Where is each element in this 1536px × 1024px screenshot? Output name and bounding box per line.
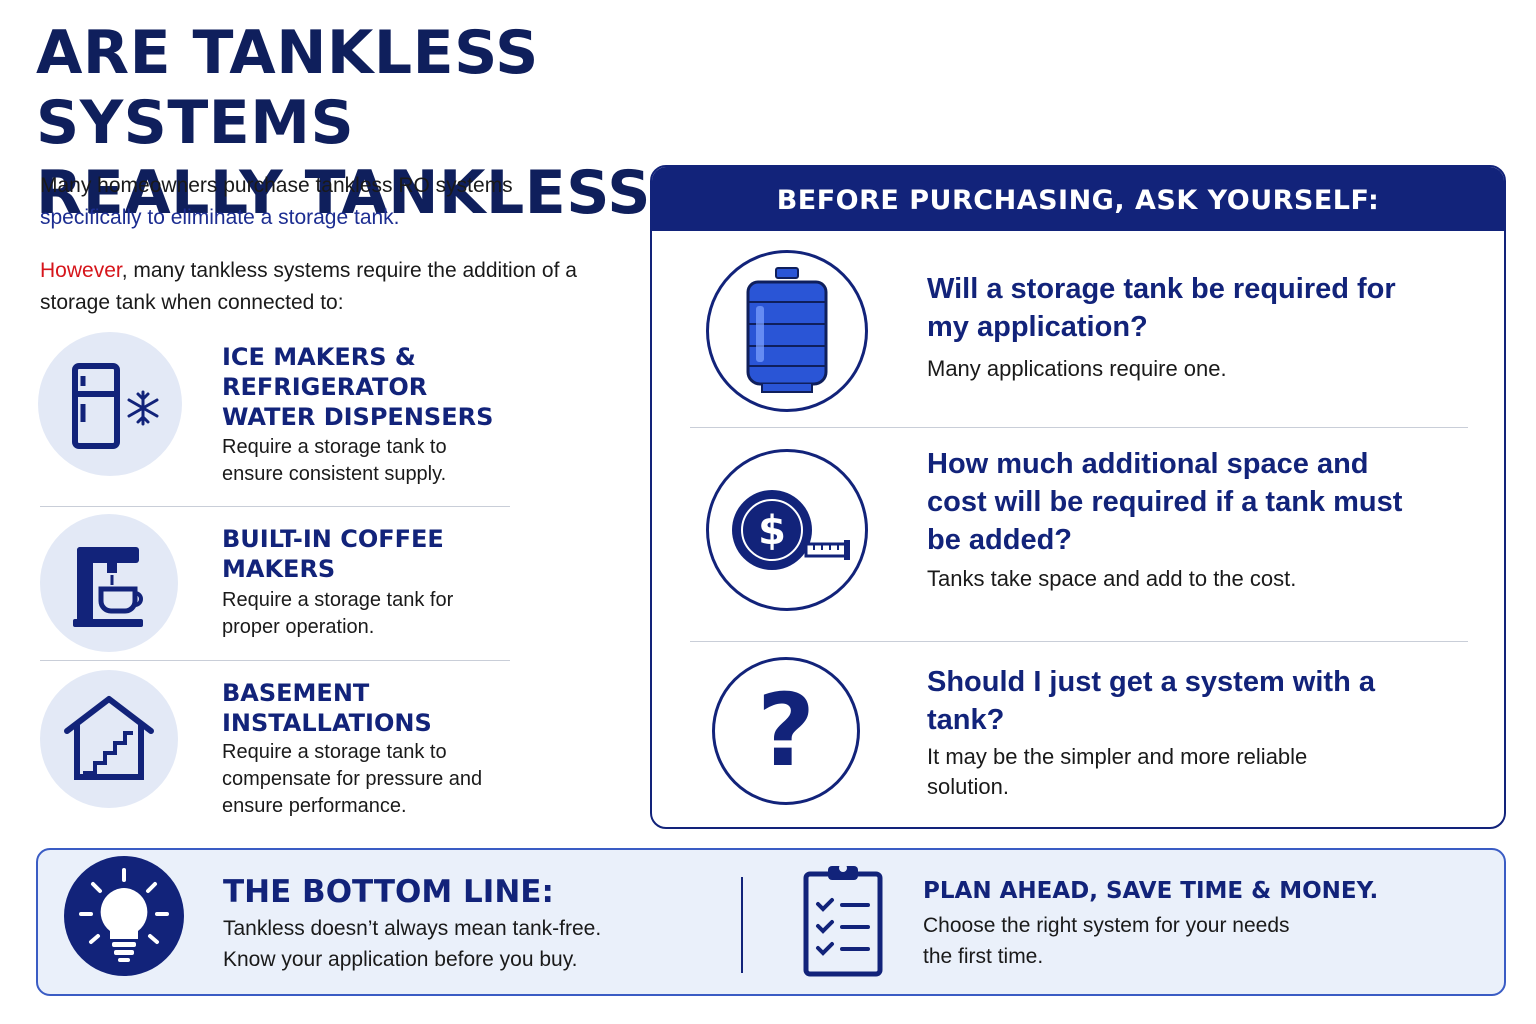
question-title: How much additional space and cost will … — [927, 448, 1403, 556]
intro-highlight: specifically to eliminate a storage tank… — [40, 206, 400, 229]
application-title: BUILT-IN COFFEE MAKERS — [222, 525, 444, 583]
lightbulb-icon — [64, 856, 184, 976]
question-desc: Many applications require one. — [927, 356, 1227, 381]
application-basement: BASEMENT INSTALLATIONS Require a storage… — [36, 666, 516, 836]
application-desc: Require a storage tank for proper operat… — [222, 589, 454, 638]
storage-tank-icon — [706, 250, 868, 412]
bottom-line-title: THE BOTTOM LINE: — [223, 874, 554, 910]
plan-ahead-title: PLAN AHEAD, SAVE TIME & MONEY. — [923, 878, 1379, 904]
application-ice-makers: ICE MAKERS & REFRIGERATOR WATER DISPENSE… — [36, 330, 516, 500]
dollar-tape-measure-icon: $ — [706, 449, 868, 611]
plan-line-1: Choose the right system for your needs — [923, 914, 1290, 937]
question-title: Will a storage tank be required for my a… — [927, 273, 1396, 343]
application-desc: Require a storage tank to compensate for… — [222, 741, 483, 817]
vertical-divider — [741, 877, 743, 973]
title-line-2: REALLY TANKLESS? — [36, 158, 687, 228]
intro-paragraph-2: However, many tankless systems require t… — [40, 255, 620, 319]
plan-ahead-text: Choose the right system for your needs t… — [923, 910, 1383, 972]
bottom-line-1: Tankless doesn’t always mean tank-free. — [223, 917, 602, 940]
intro-paragraph-1: Many homeowners purchase tankless RO sys… — [40, 170, 620, 234]
divider — [690, 427, 1468, 428]
bottom-line-2: Know your application before you buy. — [223, 948, 578, 971]
question-mark-icon: ? — [712, 657, 860, 805]
question-desc: Tanks take space and add to the cost. — [927, 566, 1297, 591]
application-title: ICE MAKERS & REFRIGERATOR WATER DISPENSE… — [222, 343, 494, 431]
intro-text-2: , many tankless systems require the addi… — [40, 259, 577, 314]
question-desc: It may be the simpler and more reliable … — [927, 744, 1308, 799]
divider — [40, 506, 510, 507]
question-title: Should I just get a system with a tank? — [927, 666, 1375, 736]
application-desc: Require a storage tank to ensure consist… — [222, 436, 447, 485]
ask-panel-header: BEFORE PURCHASING, ASK YOURSELF: — [652, 167, 1504, 231]
plan-line-2: the first time. — [923, 945, 1044, 968]
divider — [40, 660, 510, 661]
ask-yourself-panel: BEFORE PURCHASING, ASK YOURSELF: Will a … — [650, 165, 1506, 829]
intro-text: Many homeowners purchase tankless RO sys… — [40, 174, 513, 197]
application-title: BASEMENT INSTALLATIONS — [222, 679, 432, 737]
basement-house-icon — [40, 670, 178, 808]
coffee-maker-icon — [40, 514, 178, 652]
clipboard-checklist-icon — [800, 860, 890, 985]
bottom-line-panel: THE BOTTOM LINE: Tankless doesn’t always… — [36, 848, 1506, 996]
divider — [690, 641, 1468, 642]
refrigerator-icon — [38, 332, 182, 476]
title-line-1: ARE TANKLESS SYSTEMS — [36, 18, 539, 158]
page-title: ARE TANKLESS SYSTEMS REALLY TANKLESS? — [36, 18, 796, 228]
bottom-line-text: Tankless doesn’t always mean tank-free. … — [223, 913, 723, 975]
application-coffee-makers: BUILT-IN COFFEE MAKERS Require a storage… — [36, 512, 516, 657]
svg-text:$: $ — [758, 508, 786, 554]
however-highlight: However — [40, 259, 122, 282]
